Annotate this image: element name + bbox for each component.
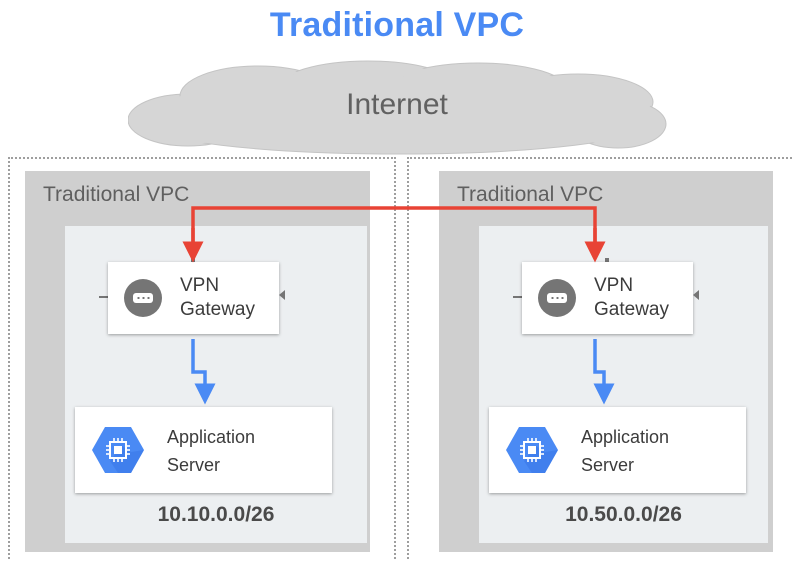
internet-label: Internet [346,88,448,121]
subnet-cidr: 10.10.0.0/26 [157,503,275,526]
vpc-right: Traditional VPC VPN Gateway [439,171,773,552]
gateway-to-server-arrow-left [191,339,216,405]
connector-port [605,258,609,262]
vpc-subnet: VPN Gateway Application Server [65,226,367,543]
gateway-to-server-arrow-right [593,339,615,405]
vpn-gateway-card[interactable]: VPN Gateway [108,262,279,334]
vpc-left: Traditional VPC VPN Gateway [25,171,370,552]
vpn-gateway-label: VPN Gateway [180,275,255,320]
vpn-gateway-icon [124,279,162,317]
connector-arrow [693,290,699,300]
application-server-card[interactable]: Application Server [489,407,746,493]
region-left [8,157,396,559]
region-right [407,157,794,559]
application-server-label: Application Server [167,427,256,475]
internet-cloud-icon [128,60,667,155]
application-server-label: Application Server [581,427,670,475]
vpn-gateway-card[interactable]: VPN Gateway [522,262,693,334]
connector-arrow [279,290,285,300]
vpc-subnet: VPN Gateway Application Server [479,226,768,543]
vpc-label: Traditional VPC [43,183,190,206]
vpn-tunnel-line [191,206,597,251]
vpc-label: Traditional VPC [457,183,604,206]
diagram-title: Traditional VPC [269,6,525,44]
vpn-gateway-icon [538,279,576,317]
application-server-card[interactable]: Application Server [75,407,332,493]
compute-engine-icon [92,427,144,473]
subnet-cidr: 10.50.0.0/26 [565,503,682,526]
compute-engine-icon [506,427,558,473]
vpn-gateway-label: VPN Gateway [594,275,669,320]
connector-stub [99,296,108,298]
connector-stub [513,296,522,298]
